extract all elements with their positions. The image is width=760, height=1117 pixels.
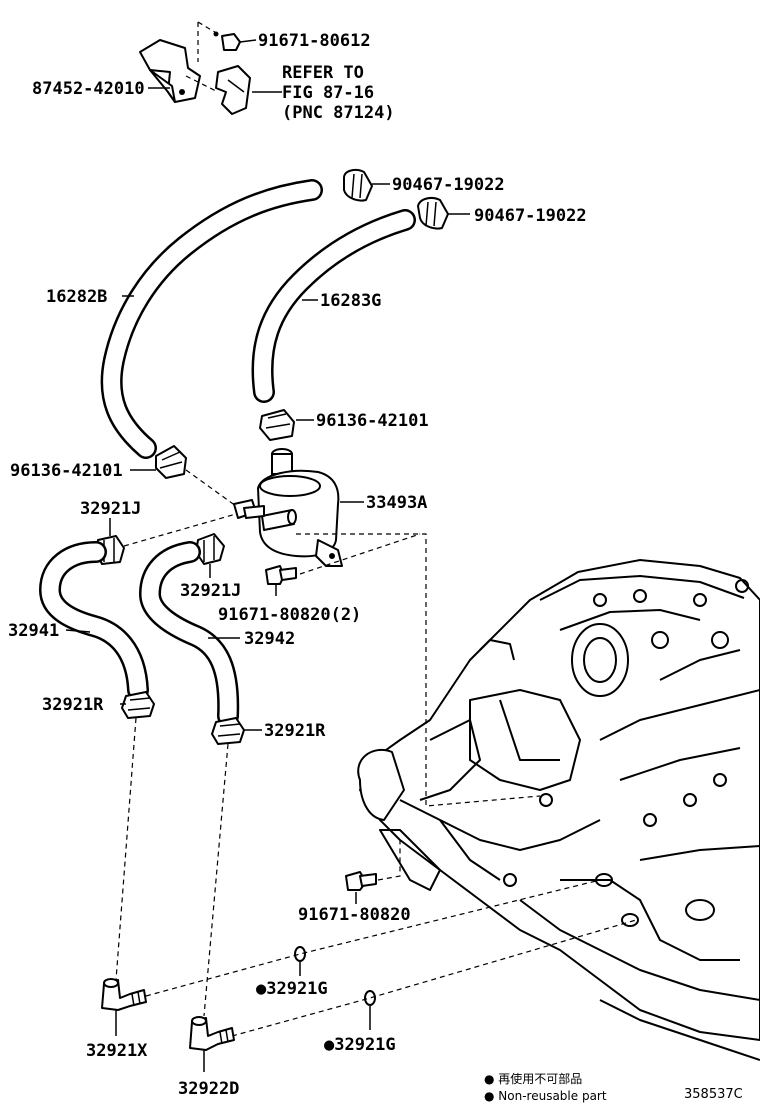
label-91671-80820-2: 91671-80820(2) (218, 605, 361, 625)
label-32942: 32942 (244, 629, 295, 649)
label-32921J-a: 32921J (80, 499, 141, 519)
leader-bolt-top (197, 21, 219, 62)
fitting-32922D (189, 1016, 235, 1051)
diagram-code: 358537C (684, 1087, 743, 1102)
clamp-96136-42101-b (155, 445, 187, 479)
label-96136-42101-b: 96136-42101 (10, 461, 123, 481)
leader-bracket-clip (185, 75, 219, 93)
label-91671-80612: 91671-80612 (258, 31, 371, 51)
bolt-91671-80612 (213, 31, 241, 51)
bolt-91671-80820-2 (265, 565, 297, 585)
clip-refer-fig (215, 65, 251, 115)
bolt-91671-80820 (345, 871, 377, 891)
label-refer-line1: REFER TO (282, 63, 364, 83)
o-ring-32921G-b (364, 990, 376, 1006)
clamp-90467-19022-b (417, 197, 449, 230)
engine-block (357, 559, 760, 1061)
clamp-96136-42101-a (259, 409, 295, 441)
label-32921X: 32921X (86, 1041, 148, 1061)
hose-32942 (139, 541, 240, 727)
label-32921J-b: 32921J (180, 581, 241, 601)
label-refer-line3: (PNC 87124) (282, 103, 395, 123)
oil-cooler-33493A (233, 448, 343, 567)
label-33493A: 33493A (366, 493, 427, 513)
label-87452-42010: 87452-42010 (32, 79, 145, 99)
label-32941: 32941 (8, 621, 59, 641)
label-91671-80820: 91671-80820 (298, 905, 411, 925)
hose-16283G (251, 209, 416, 403)
label-96136-42101-a: 96136-42101 (316, 411, 429, 431)
bracket-87452-42010 (139, 39, 201, 103)
clamp-32921R-b (211, 717, 245, 745)
label-32921R-b: 32921R (264, 721, 326, 741)
legend-non-reusable-jp: ● 再使用不可部品 (484, 1071, 582, 1086)
hose-32941 (39, 541, 149, 701)
label-90467-19022-a: 90467-19022 (392, 175, 505, 195)
label-32921R-a: 32921R (42, 695, 104, 715)
label-refer-line2: FIG 87-16 (282, 83, 374, 103)
legend-non-reusable-en: ● Non-reusable part (484, 1089, 607, 1103)
hose-16282B (100, 179, 323, 459)
label-32921G-a: ●32921G (256, 979, 328, 999)
clamp-32921R-a (121, 691, 155, 719)
fitting-32921X (101, 978, 147, 1011)
label-16282B: 16282B (46, 287, 107, 307)
o-ring-32921G-a (294, 946, 306, 962)
label-32922D: 32922D (178, 1079, 239, 1099)
clamp-90467-19022-a (343, 169, 373, 202)
label-32921G-b: ●32921G (324, 1035, 396, 1055)
label-16283G: 16283G (320, 291, 381, 311)
label-90467-19022-b: 90467-19022 (474, 206, 587, 226)
